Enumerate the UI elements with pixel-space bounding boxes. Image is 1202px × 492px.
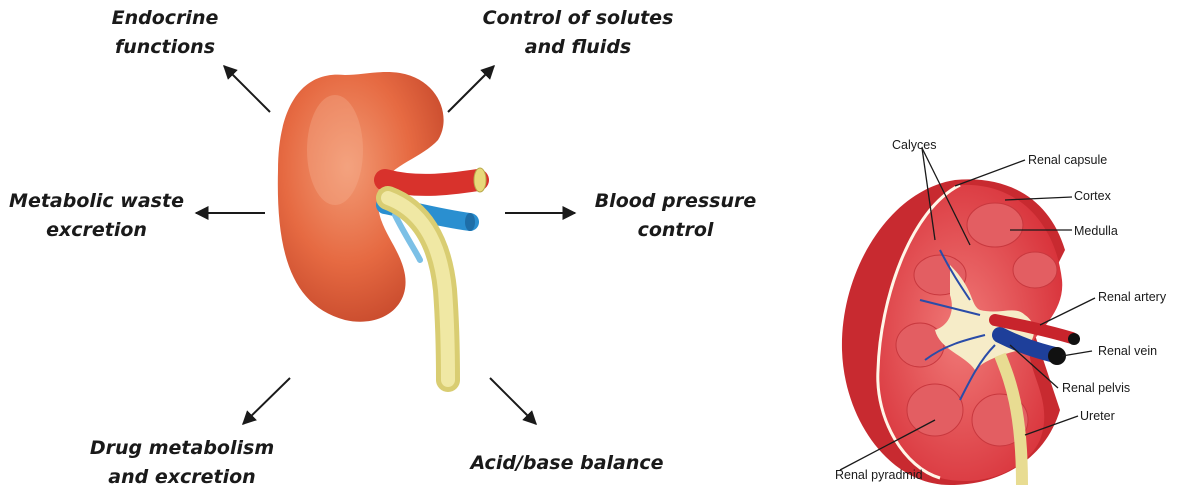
label-blood-pressure: Blood pressure control: [588, 187, 763, 245]
renal-artery: [385, 180, 478, 185]
arrow-solutes: [448, 66, 494, 112]
label-line: and excretion: [86, 463, 278, 492]
label-line: and fluids: [478, 33, 678, 62]
label-line: excretion: [4, 216, 189, 245]
arrow-drug: [243, 378, 290, 424]
label-line: Acid/base balance: [462, 449, 672, 478]
label-medulla: Medulla: [1074, 224, 1118, 238]
arrow-endocrine: [224, 66, 270, 112]
label-drug-metabolism: Drug metabolism and excretion: [86, 434, 278, 492]
label-line: control: [588, 216, 763, 245]
label-renal-capsule: Renal capsule: [1028, 153, 1107, 167]
label-line: Endocrine: [100, 4, 230, 33]
label-line: functions: [100, 33, 230, 62]
label-acid-base: Acid/base balance: [462, 449, 672, 478]
label-line: Blood pressure: [588, 187, 763, 216]
label-metabolic-waste: Metabolic waste excretion: [4, 187, 189, 245]
label-renal-vein: Renal vein: [1098, 344, 1157, 358]
label-endocrine-functions: Endocrine functions: [100, 4, 230, 62]
kidney-highlight: [307, 95, 363, 205]
arrow-acid: [490, 378, 536, 424]
label-line: Control of solutes: [478, 4, 678, 33]
label-cortex: Cortex: [1074, 189, 1111, 203]
label-ureter: Ureter: [1080, 409, 1115, 423]
label-renal-pyramid: Renal pyradmid: [835, 468, 923, 482]
label-line: Drug metabolism: [86, 434, 278, 463]
label-calyces: Calyces: [892, 138, 936, 152]
kidney-shape: [278, 72, 444, 322]
label-renal-pelvis: Renal pelvis: [1062, 381, 1130, 395]
label-control-solutes: Control of solutes and fluids: [478, 4, 678, 62]
label-renal-artery: Renal artery: [1098, 290, 1166, 304]
label-line: Metabolic waste: [4, 187, 189, 216]
